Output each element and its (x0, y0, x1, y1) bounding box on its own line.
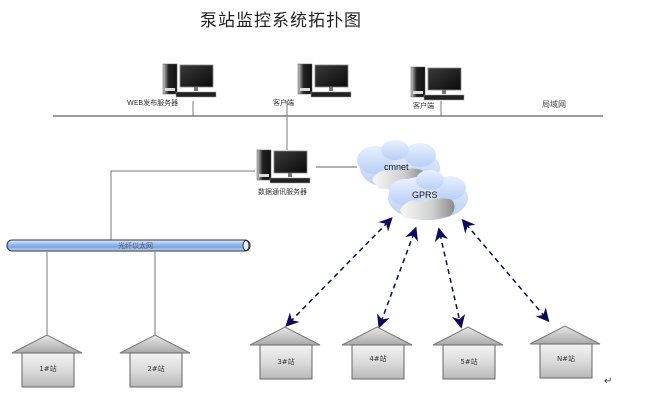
wireless-link-3 (285, 217, 393, 327)
wireless-link-5 (434, 227, 466, 329)
web-server-computer-icon (162, 63, 217, 98)
client-2-label: 客户端 (413, 102, 434, 110)
station-5-label: 5#站 (460, 358, 478, 366)
comm-server-bus-link (110, 170, 255, 240)
station-4-label: 4#站 (369, 355, 387, 363)
gprs-label: GPRS (412, 190, 438, 200)
lan-label: 局域网 (542, 100, 566, 109)
paragraph-mark: ↵ (604, 376, 613, 387)
station-3-label: 3#站 (277, 358, 295, 366)
cmnet-label: cmnet (384, 162, 409, 172)
station-3-house-icon (249, 326, 321, 380)
comm-server-computer-icon (256, 149, 311, 184)
diagram-title: 泵站监控系统拓扑图 (200, 11, 362, 31)
station-1-house-icon (11, 334, 83, 388)
fiber-ethernet-label: 光纤以太网 (118, 242, 153, 250)
web-server-label: WEB发布服务器 (127, 99, 179, 107)
station-2-label: 2#站 (147, 365, 165, 373)
station-n-house-icon (529, 325, 601, 379)
fiber-ethernet-bus (6, 239, 251, 252)
station-5-house-icon (432, 326, 504, 380)
client-2-computer-icon (410, 66, 465, 101)
comm-server-label: 数据通讯服务器 (258, 188, 307, 196)
station-2-house-icon (119, 334, 191, 388)
station-n-label: N#站 (556, 355, 576, 363)
client-1-label: 客户端 (273, 99, 294, 107)
station-1-label: 1#站 (39, 365, 57, 373)
client-1-computer-icon (297, 63, 352, 98)
gprs-cloud-icon (388, 170, 468, 220)
wireless-link-n (461, 218, 550, 323)
station-4-house-icon (341, 326, 413, 380)
wireless-link-4 (377, 226, 418, 329)
